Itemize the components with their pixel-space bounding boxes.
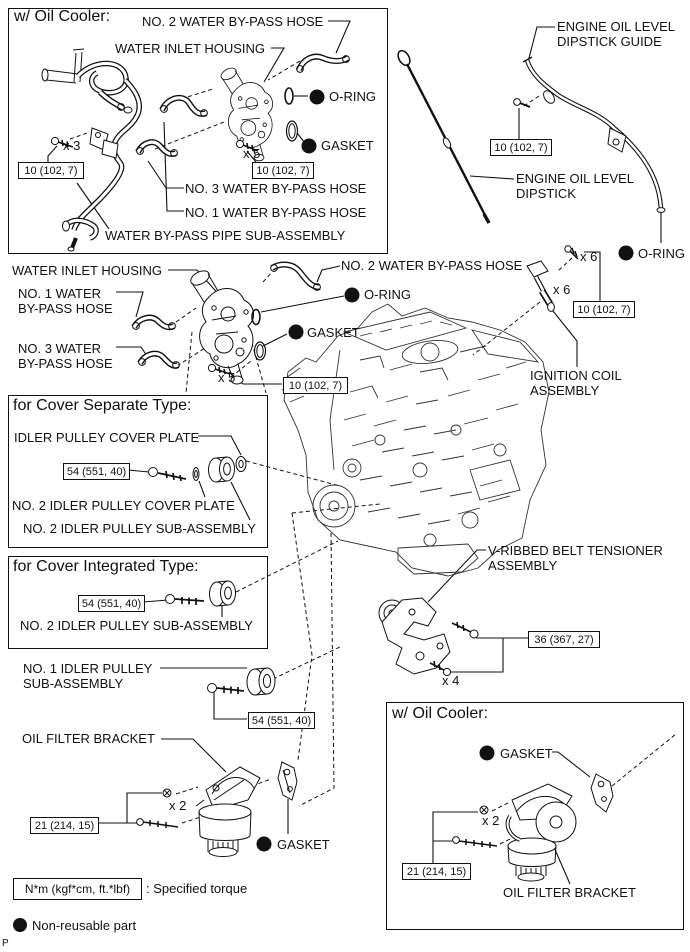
- label-oil-filter-left: OIL FILTER BRACKET: [22, 731, 155, 746]
- oil-filter-left-art: [136, 761, 298, 857]
- idler-separate-art: [148, 456, 247, 483]
- label-inlet-housing-top: WATER INLET HOUSING: [115, 41, 265, 56]
- top-box-seals-art: [284, 87, 299, 142]
- torque-box-guide: 10 (102, 7): [490, 139, 552, 156]
- label-oring-top: O-RING: [329, 89, 376, 104]
- label-oring-mid: O-RING: [364, 287, 411, 302]
- label-dipstick-guide-2: DIPSTICK GUIDE: [557, 34, 662, 49]
- oil-filter-right-art: [452, 773, 614, 882]
- label-gasket-bottom-right: GASKET: [500, 746, 553, 761]
- leader-lines: [47, 20, 662, 885]
- top-box-title: w/ Oil Cooler:: [14, 8, 111, 25]
- torque-box-pipe: 10 (102, 7): [18, 162, 84, 179]
- label-no3-mid-1: NO. 3 WATER: [18, 341, 102, 356]
- label-no2-idler-sub-sep: NO. 2 IDLER PULLEY SUB-ASSEMBLY: [23, 521, 256, 536]
- label-no1-mid-2: BY-PASS HOSE: [18, 301, 113, 316]
- gasket-bottom-left-dot: [256, 836, 272, 852]
- mid-hoses-art: [131, 261, 321, 375]
- gasket-bottom-right-dot: [479, 745, 495, 761]
- oring-top-dot: [309, 89, 325, 105]
- cover-integrated-box: [8, 556, 268, 649]
- label-idler-cover-plate: IDLER PULLEY COVER PLATE: [14, 430, 200, 445]
- idler-no1-art: [207, 667, 276, 696]
- count-x2-left: x 2: [169, 798, 187, 813]
- torque-box-ignition: 10 (102, 7): [573, 301, 635, 318]
- torque-box-idler-sep: 54 (551, 40): [63, 463, 130, 480]
- dipstick-art: [397, 49, 491, 224]
- gasket-mid-dot: [288, 324, 304, 340]
- top-box-hoses-art: [135, 53, 350, 158]
- cover-separate-box: [8, 395, 268, 548]
- count-x5-mid: x 5: [218, 370, 236, 385]
- legend-torque-box: N*m (kgf*cm, ft.*lbf): [13, 878, 142, 900]
- label-dipstick-1: ENGINE OIL LEVEL: [516, 171, 635, 186]
- label-oil-filter-right: OIL FILTER BRACKET: [503, 885, 636, 900]
- label-gasket-top: GASKET: [321, 138, 374, 153]
- water-bypass-pipe-sub-assembly-art: [41, 48, 143, 252]
- label-pipe-sub: WATER BY-PASS PIPE SUB-ASSEMBLY: [105, 228, 346, 243]
- count-x6-coil: x 6: [553, 282, 571, 297]
- top-oil-cooler-box: [8, 8, 388, 254]
- page-marker: P: [2, 938, 9, 949]
- label-dipstick-guide-1: ENGINE OIL LEVEL: [557, 19, 676, 34]
- count-x5-top: x 5: [243, 146, 261, 161]
- label-gasket-mid: GASKET: [307, 325, 360, 340]
- dipstick-guide-art: [513, 56, 666, 213]
- label-ignition-2: ASSEMBLY: [530, 383, 600, 398]
- label-no3-mid-2: BY-PASS HOSE: [18, 356, 113, 371]
- top-box-bolts-art: [50, 136, 259, 152]
- label-no1-idler-2: SUB-ASSEMBLY: [23, 676, 124, 691]
- oring-mid-dot: [344, 287, 360, 303]
- label-no2-idler-cover-plate: NO. 2 IDLER PULLEY COVER PLATE: [12, 498, 235, 513]
- separate-box-title: for Cover Separate Type:: [13, 397, 192, 414]
- count-x6-bolt: x 6: [580, 249, 598, 264]
- count-x4: x 4: [442, 673, 460, 688]
- torque-box-filter-right: 21 (214, 15): [402, 863, 471, 880]
- legend-dot: [13, 918, 27, 932]
- idler-integrated-art: [165, 580, 236, 607]
- label-vribbed-2: ASSEMBLY: [488, 558, 558, 573]
- count-x2-right: x 2: [482, 813, 500, 828]
- ignition-coil-art: [526, 245, 579, 312]
- label-oring-dipstick: O-RING: [638, 246, 685, 261]
- label-no2-hose-top: NO. 2 WATER BY-PASS HOSE: [142, 14, 324, 29]
- bottom-oil-cooler-box: [386, 702, 684, 930]
- torque-box-idler-no1: 54 (551, 40): [248, 712, 315, 729]
- engine-illustration: [281, 303, 550, 577]
- label-no3-hose-top: NO. 3 WATER BY-PASS HOSE: [185, 181, 367, 196]
- torque-box-housing-top: 10 (102, 7): [252, 162, 314, 179]
- torque-box-idler-int: 54 (551, 40): [78, 595, 145, 612]
- gasket-top-dot: [301, 138, 317, 154]
- label-no1-idler-1: NO. 1 IDLER PULLEY: [23, 661, 153, 676]
- legend-torque-text: : Specified torque: [146, 881, 248, 896]
- integrated-box-title: for Cover Integrated Type:: [13, 558, 199, 575]
- label-inlet-housing-mid: WATER INLET HOUSING: [12, 263, 162, 278]
- torque-box-housing-mid: 10 (102, 7): [283, 377, 348, 394]
- oring-dipstick-dot: [618, 245, 634, 261]
- label-no2-hose-mid: NO. 2 WATER BY-PASS HOSE: [341, 258, 523, 273]
- label-no1-mid-1: NO. 1 WATER: [18, 286, 102, 301]
- label-ignition-1: IGNITION COIL: [530, 368, 622, 383]
- non-reusable-dots: [13, 89, 634, 932]
- count-x3: x 3: [63, 138, 81, 153]
- label-dipstick-2: DIPSTICK: [516, 186, 576, 201]
- tensioner-art: [378, 597, 479, 677]
- bottom-box-title: w/ Oil Cooler:: [392, 705, 489, 722]
- label-no1-hose-top: NO. 1 WATER BY-PASS HOSE: [185, 205, 367, 220]
- label-gasket-bottom-left: GASKET: [277, 837, 330, 852]
- label-vribbed-1: V-RIBBED BELT TENSIONER: [488, 543, 663, 558]
- torque-box-filter-left: 21 (214, 15): [30, 817, 99, 834]
- label-no2-idler-sub-int: NO. 2 IDLER PULLEY SUB-ASSEMBLY: [20, 618, 253, 633]
- legend-nonreusable-text: Non-reusable part: [32, 918, 137, 933]
- torque-box-tensioner: 36 (367, 27): [528, 631, 600, 648]
